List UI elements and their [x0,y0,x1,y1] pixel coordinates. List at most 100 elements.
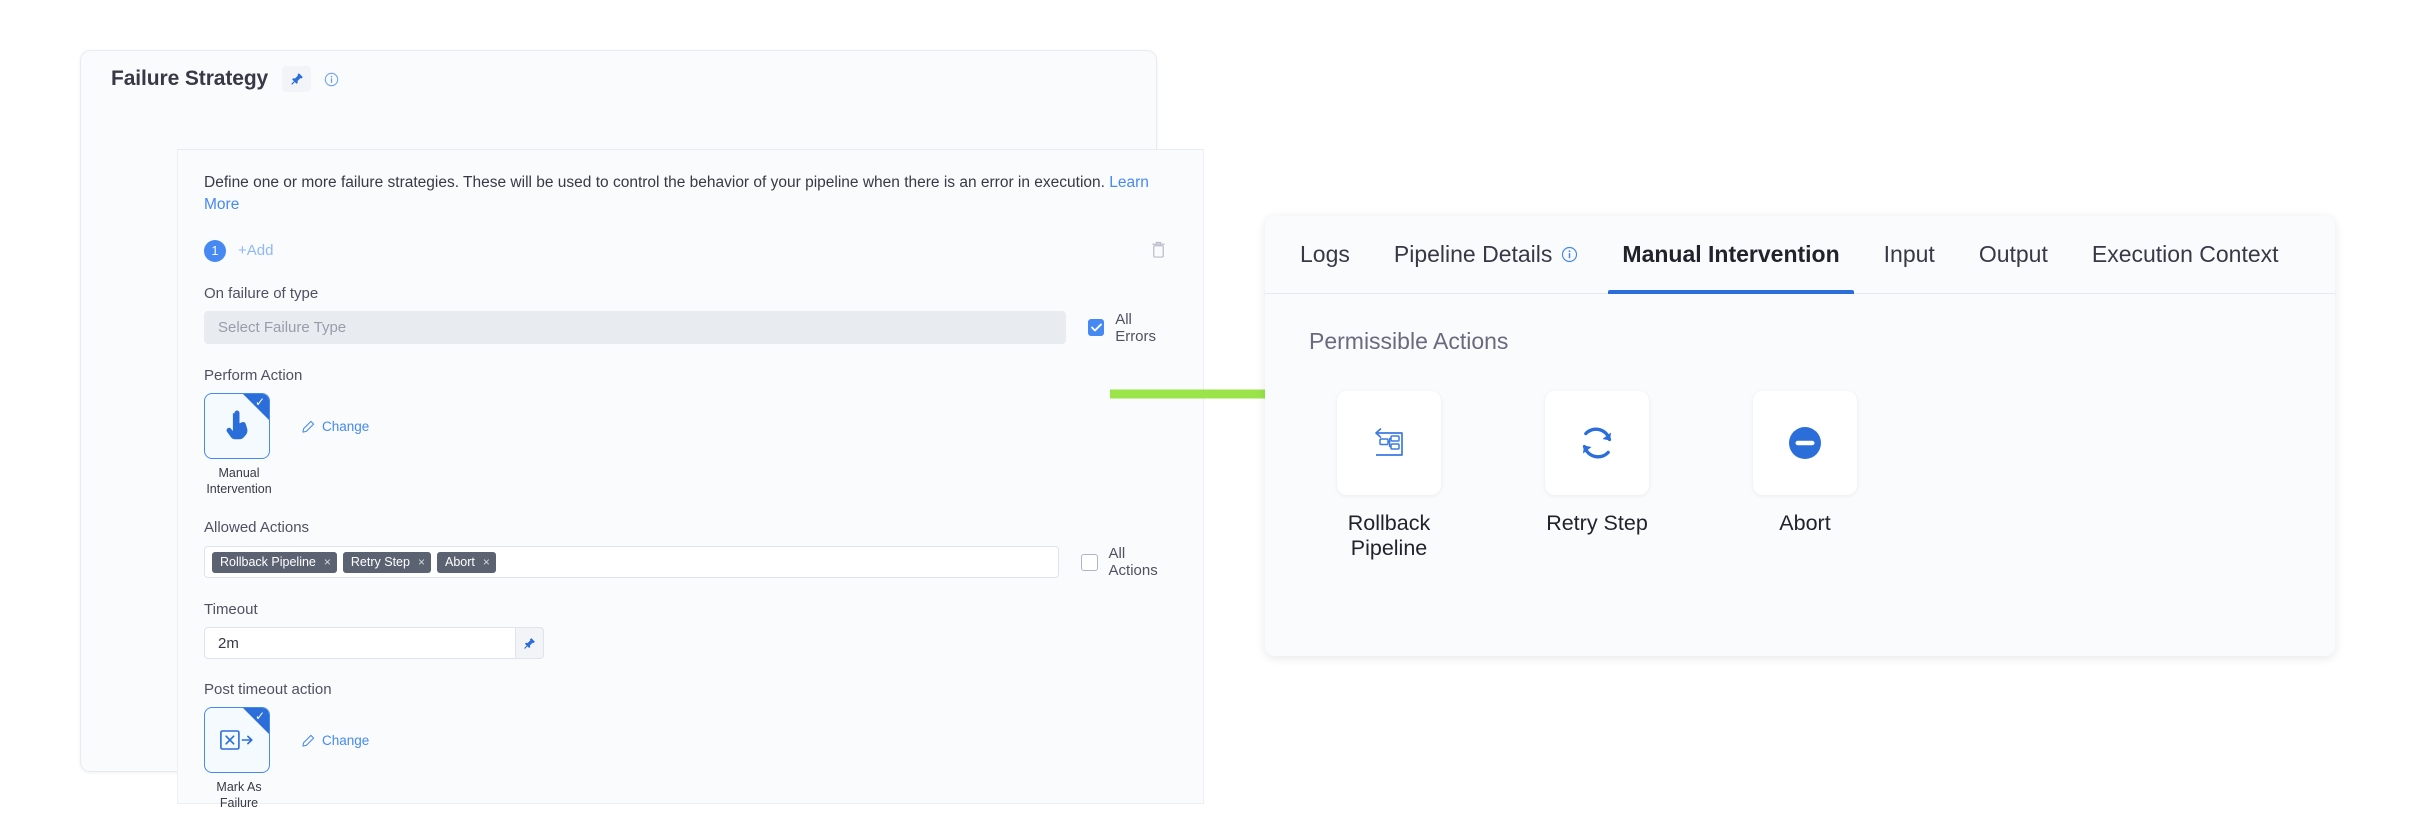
tab-label: Input [1883,241,1935,267]
caption-line-1: Rollback [1347,511,1431,535]
allowed-actions-row: Rollback Pipeline × Retry Step × Abort ×… [204,545,1174,579]
all-actions-checkbox[interactable] [1081,553,1098,571]
hand-pointer-icon [226,410,248,440]
post-timeout-action-row: ✓ Mark As Failure Change [204,707,1174,811]
change-label: Change [322,418,370,434]
strategy-index-badge[interactable]: 1 [204,239,226,262]
info-glyph [324,72,338,86]
mark-as-failure-icon [220,730,253,750]
tab-logs[interactable]: Logs [1300,216,1372,294]
delete-strategy-icon[interactable] [1150,240,1168,260]
tag-label: Abort [444,555,475,570]
description-text: Define one or more failure strategies. T… [204,172,1174,217]
rollback-pipeline-icon [1375,428,1403,456]
caption-line-1: Abort [1779,511,1831,535]
pencil-icon [302,420,315,433]
caption-line-2: Intervention [206,481,272,496]
mark-as-failure-tile[interactable]: ✓ [204,707,270,774]
tab-input[interactable]: Input [1862,216,1957,294]
manual-intervention-caption: Manual Intervention [204,466,274,497]
timeout-row: 2m [204,627,1174,660]
tab-output[interactable]: Output [1957,216,2070,294]
tab-manual-intervention[interactable]: Manual Intervention [1600,216,1861,294]
tile-selected-corner [243,393,269,420]
tab-label: Logs [1300,241,1350,267]
manual-intervention-panel: Logs Pipeline Details Manual Interventio… [1265,216,2335,656]
permissible-actions-title: Permissible Actions [1309,328,1509,354]
tag-remove-icon[interactable]: × [323,555,331,570]
all-actions-checkbox-wrap[interactable]: All Actions [1081,545,1174,579]
tag-remove-icon[interactable]: × [482,555,490,570]
retry-step-tile[interactable] [1545,391,1649,495]
tile-selected-check-icon: ✓ [254,709,265,724]
tag-remove-icon[interactable]: × [417,555,425,570]
timeout-input[interactable]: 2m [204,627,516,660]
tab-pipeline-details[interactable]: Pipeline Details [1372,216,1601,294]
permissible-actions-grid: Rollback Pipeline Retry Step [1309,391,2335,562]
caption-line-1: Manual [218,465,260,480]
add-strategy-button[interactable]: +Add [238,242,274,260]
trash-glyph [1152,241,1165,258]
caption-line-1: Mark As [216,780,262,795]
allowed-actions-input[interactable]: Rollback Pipeline × Retry Step × Abort × [204,546,1060,579]
caption-line-1: Retry Step [1546,511,1648,535]
tile-selected-corner [243,708,269,735]
tag-abort[interactable]: Abort × [436,551,496,573]
strategy-row-controls: 1 +Add [204,239,1174,263]
post-timeout-action-label: Post timeout action [204,681,332,699]
failure-strategy-card: Failure Strategy Define one or more fail… [80,50,1204,810]
pin-glyph [524,637,535,649]
info-circle-icon[interactable] [319,67,343,91]
all-errors-label: All Errors [1115,310,1157,345]
tab-label: Manual Intervention [1622,241,1840,267]
change-post-timeout-action-button[interactable]: Change [302,733,369,748]
action-caption: Rollback Pipeline [1333,511,1445,562]
action-retry-step[interactable]: Retry Step [1541,391,1653,562]
action-rollback-pipeline[interactable]: Rollback Pipeline [1333,391,1445,562]
checkmark-icon [1090,323,1102,332]
learn-more-link[interactable]: Learn More [204,174,1149,214]
action-caption: Retry Step [1541,511,1653,536]
failure-type-select[interactable]: Select Failure Type [204,311,1066,345]
page-title: Failure Strategy [111,67,269,90]
all-actions-label: All Actions [1108,545,1158,580]
on-failure-of-type-row: Select Failure Type All Errors [204,311,1174,345]
change-perform-action-button[interactable]: Change [302,419,369,434]
action-abort[interactable]: Abort [1749,391,1861,562]
panel-tab-bar: Logs Pipeline Details Manual Interventio… [1265,216,2335,294]
abort-tile[interactable] [1753,391,1857,495]
description-sentence: Define one or more failure strategies. T… [204,174,1105,191]
tab-label: Output [1978,241,2048,267]
timeout-label: Timeout [204,601,258,619]
caption-line-2: Failure [219,795,259,810]
tag-retry-step[interactable]: Retry Step × [342,551,431,573]
failure-strategy-header: Failure Strategy [81,51,1156,99]
abort-icon [1789,427,1821,459]
all-errors-checkbox-wrap[interactable]: All Errors [1087,310,1174,345]
manual-intervention-tile[interactable]: ✓ [204,392,270,459]
on-failure-of-type-label: On failure of type [204,284,319,302]
tile-selected-check-icon: ✓ [254,394,265,409]
tag-label: Retry Step [350,555,410,570]
post-timeout-tile-col: ✓ Mark As Failure [204,707,274,811]
info-circle-icon[interactable] [1561,246,1578,263]
retry-step-icon [1582,427,1612,459]
panel-body: Permissible Actions Rollback [1265,294,2335,656]
change-label: Change [322,733,370,749]
perform-action-tile-col: ✓ Manual Intervention [204,392,274,497]
tab-label: Pipeline Details [1393,241,1553,267]
mark-as-failure-caption: Mark As Failure [204,780,274,811]
all-errors-checkbox[interactable] [1087,319,1105,337]
tag-rollback-pipeline[interactable]: Rollback Pipeline × [212,551,337,573]
pin-glyph [290,73,303,85]
action-caption: Abort [1749,511,1861,536]
pencil-glyph [302,735,315,747]
tab-execution-context[interactable]: Execution Context [2070,216,2301,294]
timeout-pin-icon[interactable] [516,627,544,660]
failure-strategy-body: Define one or more failure strategies. T… [177,149,1204,810]
allowed-actions-label: Allowed Actions [204,519,310,537]
pin-icon[interactable] [282,66,312,92]
rollback-pipeline-tile[interactable] [1337,391,1441,495]
pencil-icon [302,734,315,747]
tab-label: Execution Context [2091,241,2279,267]
